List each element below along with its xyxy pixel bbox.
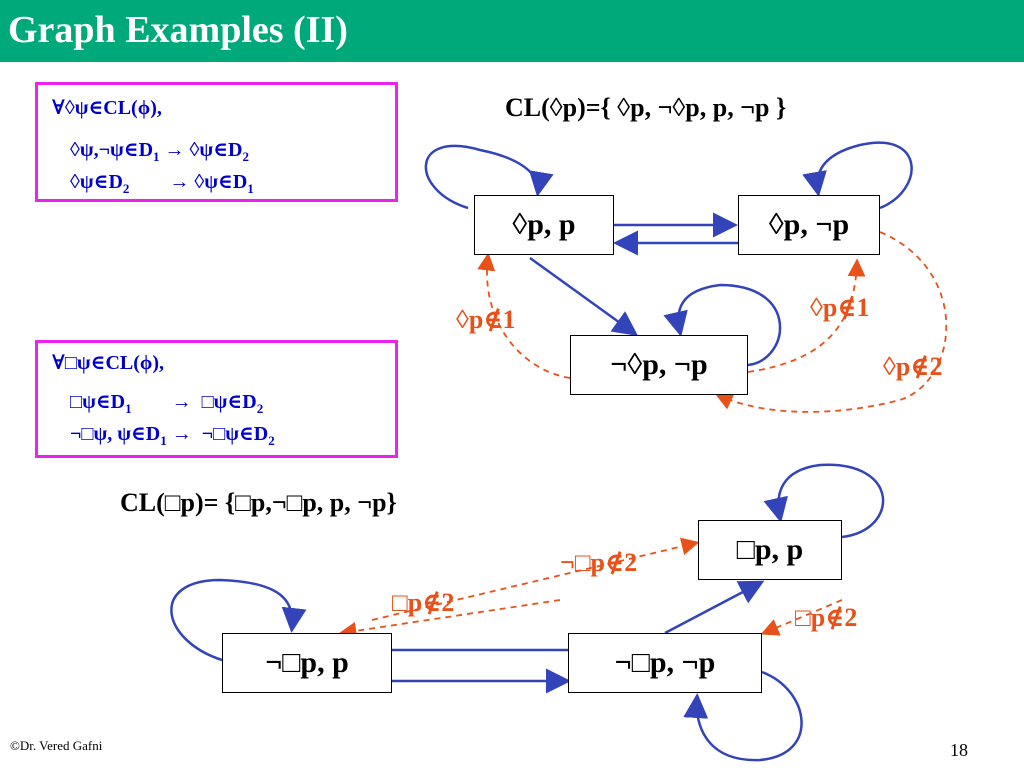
edge-loop-ndp-np bbox=[663, 283, 782, 367]
rule-box-box bbox=[35, 340, 398, 458]
label-nbp-not2: ¬□p∉2 bbox=[560, 548, 638, 577]
edge-nbp-np-to-bp-p bbox=[664, 580, 765, 635]
rule-diamond-line1: ∀◊ψ∈CL(ϕ), bbox=[52, 97, 162, 119]
edge-loop-nbp-np bbox=[683, 670, 803, 762]
rule-box-diamond bbox=[35, 82, 398, 202]
label-dp-not2: ◊p∉2 bbox=[883, 352, 943, 381]
title-bar bbox=[0, 0, 1024, 62]
rule-diamond-line3: ◊ψ∈D2 → ◊ψ∈D1 bbox=[70, 171, 254, 196]
slide-title: Graph Examples (II) bbox=[8, 9, 348, 51]
node-nbp-np: ¬□p, ¬p bbox=[568, 633, 762, 693]
label-dp-not1-left: ◊p∉1 bbox=[456, 305, 516, 334]
edge-dp-p-to-ndp-np bbox=[529, 256, 639, 336]
edge-loop-dp-p bbox=[424, 144, 554, 210]
dashed-to-nbp-p bbox=[338, 599, 561, 640]
dashed-nbp-p-to-bp-p bbox=[371, 537, 700, 621]
rule-box-line1: ∀□ψ∈CL(ϕ), bbox=[52, 352, 165, 374]
rule-diamond-line2: ◊ψ,¬ψ∈D1 → ◊ψ∈D2 bbox=[70, 139, 249, 164]
node-bp-p: □p, p bbox=[698, 520, 842, 580]
node-dp-p: ◊p, p bbox=[474, 195, 614, 255]
label-dp-not1-right: ◊p∉1 bbox=[810, 293, 870, 322]
node-nbp-p: ¬□p, p bbox=[222, 633, 392, 693]
node-ndp-np: ¬◊p, ¬p bbox=[570, 335, 748, 395]
label-bp-not2-right: □p∉2 bbox=[795, 603, 858, 632]
rule-box-line3: ¬□ψ, ψ∈D1 → ¬□ψ∈D2 bbox=[70, 423, 275, 448]
page-number: 18 bbox=[950, 740, 968, 760]
edge-loop-nbp-p bbox=[170, 578, 307, 662]
node-dp-np: ◊p, ¬p bbox=[738, 195, 880, 255]
edge-loop-bp-p bbox=[763, 463, 885, 539]
closure-diamond: CL(◊p)={ ◊p, ¬◊p, p, ¬p } bbox=[505, 93, 787, 122]
dashed-bp-p-to-nbp-np bbox=[760, 599, 843, 636]
label-bp-not2-left: □p∉2 bbox=[392, 588, 455, 617]
rule-box-line2: □ψ∈D1 → □ψ∈D2 bbox=[70, 391, 264, 416]
closure-box: CL(□p)= {□p,¬□p, p, ¬p} bbox=[120, 488, 397, 517]
dashed-ndp-np-to-dp-np bbox=[747, 258, 866, 373]
footer-copyright: ©Dr. Vered Gafni bbox=[10, 738, 103, 753]
edge-loop-dp-np bbox=[802, 141, 913, 210]
dashed-dp-np-to-ndp-np bbox=[714, 231, 948, 413]
